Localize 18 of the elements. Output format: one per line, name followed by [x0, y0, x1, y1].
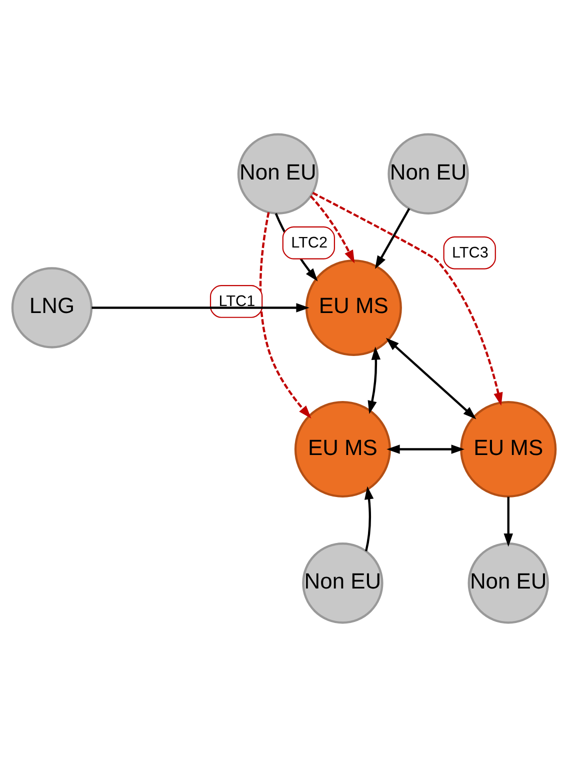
node-circle: LNG: [11, 267, 93, 348]
arrow: [310, 195, 355, 264]
arrow: [504, 496, 513, 547]
node-circle: EU MS: [460, 401, 557, 498]
edge-label: LTC2: [291, 234, 328, 252]
node-circle: Non EU: [237, 133, 319, 214]
arrow: [364, 486, 374, 552]
arrow: [386, 338, 476, 420]
node-circle: Non EU: [388, 133, 469, 214]
arrow: [386, 444, 464, 454]
arrow: [368, 346, 381, 414]
edge-label: LTC3: [452, 244, 488, 262]
node-circle: Non EU: [468, 542, 549, 624]
arrow: [92, 303, 310, 312]
arrow: [312, 192, 503, 406]
arrow: [375, 208, 410, 269]
edge-label: LTC1: [218, 293, 256, 310]
node-circle: Non EU: [302, 542, 384, 624]
